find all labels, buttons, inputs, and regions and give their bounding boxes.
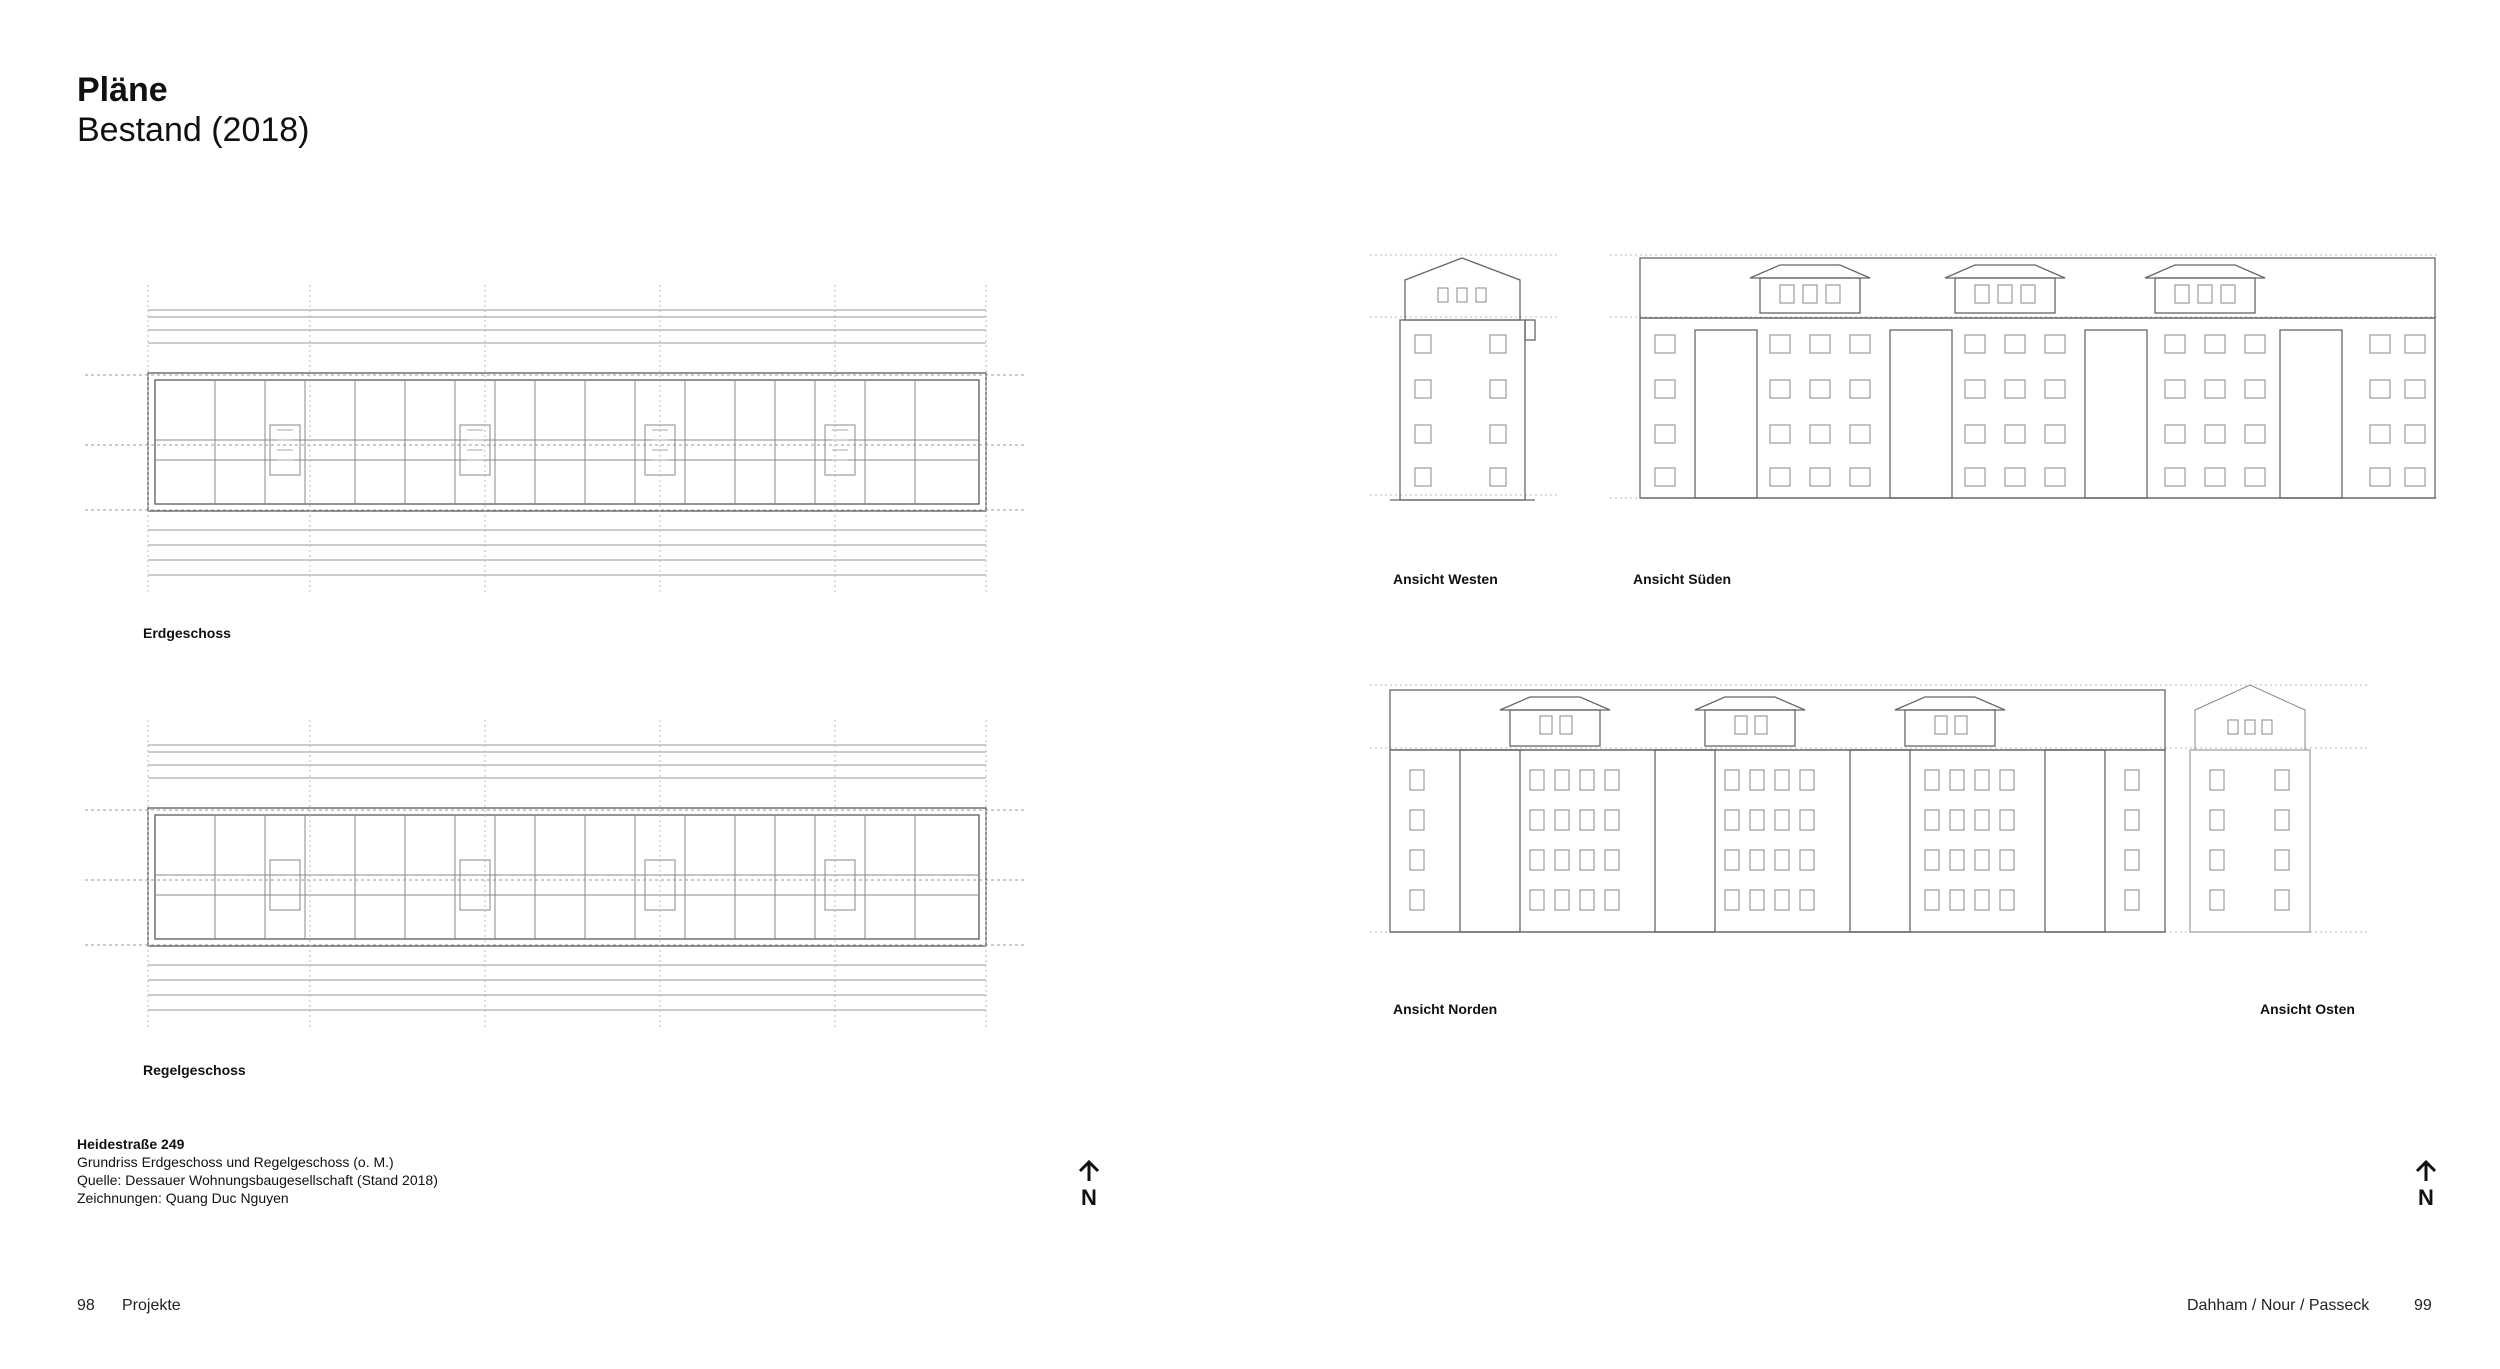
credits-block: Heidestraße 249 Grundriss Erdgeschoss un…	[77, 1135, 438, 1207]
credits-title: Heidestraße 249	[77, 1136, 185, 1152]
right-page: Ansicht Westen	[1250, 0, 2500, 1369]
floor-plan-regelgeschoss	[55, 700, 1055, 1050]
elevation-north	[1370, 670, 2370, 970]
north-letter: N	[2418, 1185, 2434, 1210]
authors-name: Dahham / Nour / Passeck	[2187, 1297, 2370, 1314]
north-arrow-icon	[2415, 1159, 2437, 1181]
elevation-south	[1610, 240, 2440, 540]
title-block: Pläne Bestand (2018)	[77, 70, 310, 150]
credits-line: Quelle: Dessauer Wohnungsbaugesellschaft…	[77, 1172, 438, 1188]
elevation-label-east: Ansicht Osten	[2260, 1001, 2355, 1017]
page-number-right: 99	[2414, 1297, 2432, 1314]
elevation-north-drawing	[1370, 684, 2370, 933]
north-letter: N	[1081, 1185, 1097, 1210]
elevation-south-drawing	[1610, 254, 2440, 499]
left-page: Pläne Bestand (2018)	[55, 70, 1102, 1314]
floor-plan-erdgeschoss	[55, 265, 1055, 615]
credits-line: Zeichnungen: Quang Duc Nguyen	[77, 1190, 289, 1206]
plan-label-erdgeschoss: Erdgeschoss	[143, 625, 231, 641]
elevation-label-west: Ansicht Westen	[1393, 571, 1498, 587]
page-subtitle: Bestand (2018)	[77, 111, 310, 149]
section-name: Projekte	[122, 1297, 181, 1314]
north-arrow-icon	[1078, 1159, 1100, 1181]
elevation-label-north: Ansicht Norden	[1393, 1001, 1498, 1017]
floor-plan-erdgeschoss-drawing	[85, 285, 1025, 595]
plan-label-regelgeschoss: Regelgeschoss	[143, 1062, 246, 1078]
north-indicator: N	[1076, 1159, 1102, 1210]
credits-line: Grundriss Erdgeschoss und Regelgeschoss …	[77, 1154, 394, 1170]
floor-plan-regelgeschoss-drawing	[85, 720, 1025, 1030]
north-indicator: N	[2413, 1159, 2439, 1210]
elevation-west-drawing	[1370, 254, 1560, 501]
page-number-left: 98	[77, 1297, 95, 1314]
page-title: Pläne	[77, 71, 168, 109]
elevation-label-south: Ansicht Süden	[1633, 571, 1732, 587]
elevation-west	[1370, 240, 1560, 530]
